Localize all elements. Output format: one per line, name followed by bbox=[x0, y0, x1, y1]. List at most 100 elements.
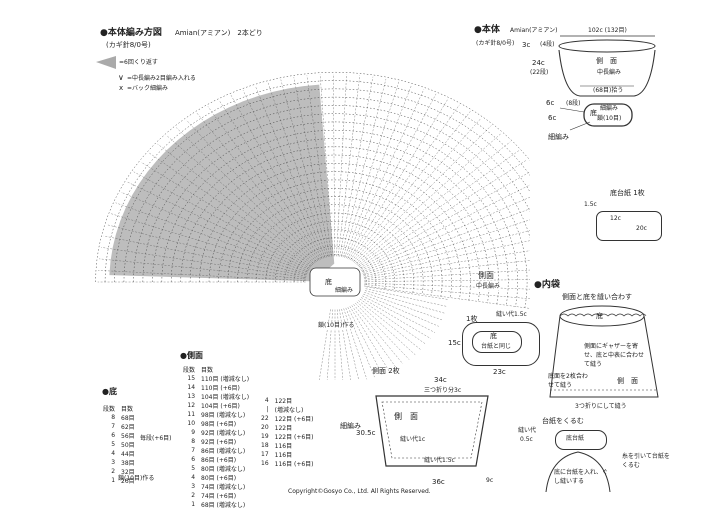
inner-bag-title: ●内袋 bbox=[534, 280, 560, 290]
side-label: 側面 bbox=[478, 271, 494, 280]
inner-bag-bottom: 底 bbox=[596, 312, 603, 320]
table-cell: 26目 bbox=[121, 478, 135, 485]
board-wrap-bag bbox=[545, 451, 611, 493]
table-cell: 38目 bbox=[121, 460, 135, 467]
body-side-label: 側 面 bbox=[596, 57, 617, 65]
legend-text-3: =バック細編み bbox=[127, 85, 169, 92]
stitch-spoke bbox=[339, 76, 374, 257]
stitch-spoke bbox=[355, 133, 502, 264]
side-table-title: ●側面 bbox=[180, 351, 203, 360]
board-title: 底台紙 1枚 bbox=[610, 189, 645, 197]
table-cell: 17 bbox=[261, 451, 269, 458]
stitch-spoke bbox=[341, 308, 359, 380]
table-cell: 86目 (増減なし) bbox=[201, 448, 246, 455]
table-cell: 15 bbox=[187, 375, 196, 382]
table-cell: 6 bbox=[191, 456, 196, 463]
table-cell: 18 bbox=[261, 442, 269, 449]
v-stitch-icon: ∨ bbox=[118, 73, 124, 82]
stitch-spoke bbox=[337, 75, 360, 257]
table-cell: 11 bbox=[187, 411, 196, 418]
copyright: Copyright©Gosyo Co., Ltd. All Rights Res… bbox=[288, 488, 431, 495]
side-piece-h: 30.5c bbox=[356, 429, 376, 437]
stitch-spoke bbox=[100, 247, 307, 278]
stitch-spoke bbox=[364, 282, 530, 290]
stitch-spoke bbox=[364, 260, 530, 279]
board-wrap-title: 台紙をくるむ bbox=[542, 417, 584, 425]
side-piece-9c: 9c bbox=[486, 477, 494, 484]
stitch-spoke bbox=[280, 79, 329, 257]
stitch-spoke bbox=[148, 152, 313, 267]
stitch-spoke bbox=[362, 295, 436, 333]
stitch-spoke bbox=[176, 127, 316, 263]
table-cell: 122目 (+6目) bbox=[274, 416, 314, 423]
table-cell: 74目 (増減なし) bbox=[201, 484, 246, 491]
stitch-spoke bbox=[347, 93, 437, 259]
stitch-spoke bbox=[363, 240, 530, 277]
round-ring bbox=[189, 154, 481, 302]
bottom-piece-label: 底 bbox=[490, 332, 497, 340]
side-table-note: 細編み bbox=[340, 422, 361, 430]
table-cell: 1 bbox=[111, 477, 116, 484]
stitch-spoke bbox=[361, 297, 431, 339]
side-piece-seam2: 縫い代1.5c bbox=[424, 457, 455, 464]
table-cell: 80目 (+6目) bbox=[201, 475, 237, 482]
body-bottom-sub: 細編み bbox=[600, 105, 619, 112]
table-cell: 104目 (増減なし) bbox=[201, 394, 250, 401]
round-ring bbox=[246, 204, 424, 295]
stitch-spoke bbox=[120, 191, 309, 272]
body-h1: 3c bbox=[522, 41, 531, 49]
x-stitch-icon: x bbox=[119, 84, 124, 92]
stitch-spoke bbox=[293, 77, 331, 257]
body-h3-rows: (8段) bbox=[566, 100, 581, 107]
table-cell: 4 bbox=[191, 474, 196, 481]
stitch-spoke bbox=[351, 305, 397, 368]
side-piece-seam1: 縫い代1c bbox=[400, 436, 426, 443]
side-piece-label: 側 面 bbox=[394, 412, 418, 421]
table-cell: (増減なし) bbox=[274, 407, 304, 414]
stitch-spoke bbox=[344, 85, 412, 258]
stitch-spoke bbox=[103, 235, 307, 277]
board-l: 20c bbox=[636, 225, 647, 232]
stitch-spoke bbox=[365, 288, 448, 307]
round-ring bbox=[237, 196, 433, 296]
board-wrap-label: 底台紙 bbox=[566, 435, 585, 442]
table-header: 段数 bbox=[183, 367, 196, 374]
table-cell: 68目 bbox=[121, 415, 135, 422]
table-cell: 3 bbox=[111, 459, 116, 466]
body-h2: 24c bbox=[532, 59, 545, 67]
table-cell: 44目 bbox=[121, 451, 135, 458]
round-ring bbox=[95, 71, 530, 283]
body-h1-rows: (4段) bbox=[540, 41, 555, 48]
stitch-spoke bbox=[364, 290, 445, 314]
table-cell: 12 bbox=[187, 402, 196, 409]
table-cell: 4 bbox=[264, 397, 269, 404]
table-cell: 122目 (+6目) bbox=[274, 434, 314, 441]
table-row: |(増減なし) bbox=[258, 405, 317, 414]
legend-text-2: =中長編み2目編み入れる bbox=[127, 75, 196, 82]
main-yarn: Amian(アミアン) 2本どり bbox=[175, 29, 263, 37]
stitch-spoke bbox=[364, 285, 530, 309]
round-ring bbox=[303, 254, 367, 287]
table-row: 3 38目 bbox=[100, 458, 138, 467]
table-cell: 9 bbox=[191, 429, 196, 436]
table-cell: 92目 (+6目) bbox=[201, 439, 237, 446]
body-h3: 6c bbox=[546, 99, 555, 107]
table-cell: 62目 bbox=[121, 424, 135, 431]
stitch-spoke bbox=[98, 270, 306, 281]
table-cell: 122目 bbox=[274, 425, 293, 432]
body-hook: (カギ針8/0号) bbox=[476, 40, 515, 47]
stitch-spoke bbox=[355, 303, 410, 360]
